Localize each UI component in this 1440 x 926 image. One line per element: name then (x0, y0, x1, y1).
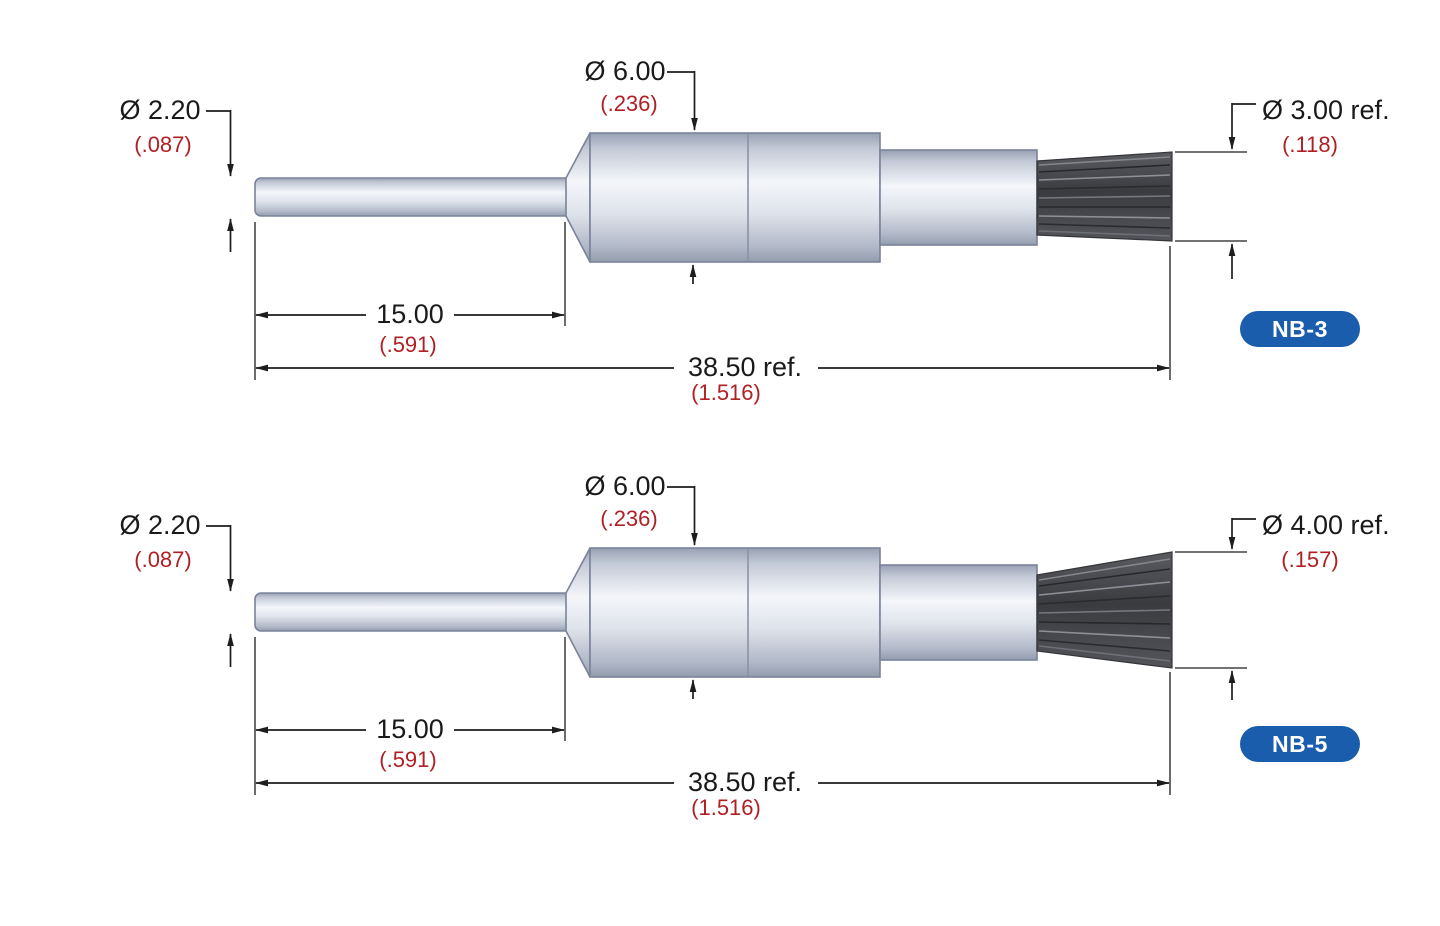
tool-nb3 (254, 132, 1173, 263)
bristle-line (1038, 645, 1171, 662)
dim-shaft-length-in: (.591) (379, 332, 436, 357)
bristle-line (1038, 558, 1171, 581)
pilot-shaft (254, 177, 574, 217)
bristle-line (1038, 164, 1171, 173)
dim-overall-length-mm: 38.50 ref. (688, 352, 802, 382)
badge-pill (1240, 726, 1360, 762)
pilot-shaft (254, 592, 574, 632)
dim-shaft-length-in: (.591) (379, 747, 436, 772)
dim-shaft-length-nb5: 15.00 (.591) (254, 637, 566, 795)
dim-body-diameter-mm: Ø 6.00 (584, 471, 665, 501)
dim-tip-diameter-mm: Ø 3.00 ref. (1262, 95, 1390, 125)
dim-shaft-diameter-mm: Ø 2.20 (119, 510, 200, 540)
dim-tip-diameter-in: (.157) (1281, 547, 1338, 572)
bristle-line (1038, 156, 1171, 166)
brush-bristle-lines (1038, 558, 1171, 662)
bristle-line (1038, 195, 1171, 199)
taper-shoulder (565, 132, 591, 263)
dim-shaft-diameter-in: (.087) (134, 132, 191, 157)
dim-body-diameter-in: (.236) (600, 506, 657, 531)
bristle-line (1038, 609, 1171, 614)
dim-shaft-length-mm: 15.00 (376, 299, 444, 329)
dim-shaft-diameter-in: (.087) (134, 547, 191, 572)
dim-body-diameter-in: (.236) (600, 91, 657, 116)
dim-body-diameter-nb3: Ø 6.00 (.236) (584, 56, 698, 284)
dim-overall-length-nb5: 38.50 ref. (1.516) (255, 672, 1171, 820)
dim-tip-diameter-nb3: Ø 3.00 ref. (.118) (1175, 95, 1390, 279)
main-body (589, 547, 881, 678)
dim-overall-length-in: (1.516) (691, 795, 761, 820)
bristle-line (1038, 568, 1171, 587)
model-badge-nb5: NB-5 (1240, 726, 1360, 762)
bristle-line (1038, 174, 1171, 181)
dim-shaft-length-mm: 15.00 (376, 714, 444, 744)
badge-pill (1240, 311, 1360, 347)
bristle-line (1038, 223, 1171, 229)
badge-label: NB-5 (1272, 731, 1328, 757)
rear-shank (879, 564, 1038, 661)
dim-tip-diameter-in: (.118) (1282, 132, 1338, 157)
dim-body-diameter-mm: Ø 6.00 (584, 56, 665, 86)
dim-overall-length-nb3: 38.50 ref. (1.516) (255, 246, 1171, 405)
bristle-line (1038, 621, 1171, 625)
bristle-line (1038, 639, 1171, 652)
badge-label: NB-3 (1272, 316, 1328, 342)
dim-shaft-diameter-nb5: Ø 2.20 (.087) (119, 510, 234, 667)
taper-shoulder (565, 547, 591, 678)
dim-overall-length-mm: 38.50 ref. (688, 767, 802, 797)
dim-shaft-length-nb3: 15.00 (.591) (254, 222, 566, 380)
drawing-nb3: Ø 2.20 (.087) Ø 6.00 (.236) Ø 3.00 ref. … (119, 56, 1389, 405)
tool-nb5 (254, 547, 1173, 678)
brush-bristle-lines (1038, 156, 1171, 237)
bristle-line (1038, 185, 1171, 190)
dim-shaft-diameter-mm: Ø 2.20 (119, 95, 200, 125)
bristle-line (1038, 215, 1171, 219)
main-body (589, 132, 881, 263)
dim-tip-diameter-mm: Ø 4.00 ref. (1262, 510, 1390, 540)
bristle-line (1038, 230, 1171, 237)
dim-tip-diameter-nb5: Ø 4.00 ref. (.157) (1175, 510, 1390, 700)
bristle-line (1038, 595, 1171, 605)
drawing-nb5: Ø 2.20 (.087) Ø 6.00 (.236) Ø 4.00 ref. … (119, 471, 1389, 820)
dim-body-diameter-nb5: Ø 6.00 (.236) (584, 471, 698, 699)
rear-shank (879, 149, 1038, 246)
bristle-line (1038, 630, 1171, 639)
model-badge-nb3: NB-3 (1240, 311, 1360, 347)
dim-shaft-diameter-nb3: Ø 2.20 (.087) (119, 95, 234, 252)
brush-tip (1036, 551, 1173, 669)
bristle-line (1038, 581, 1171, 596)
dim-overall-length-in: (1.516) (691, 380, 761, 405)
